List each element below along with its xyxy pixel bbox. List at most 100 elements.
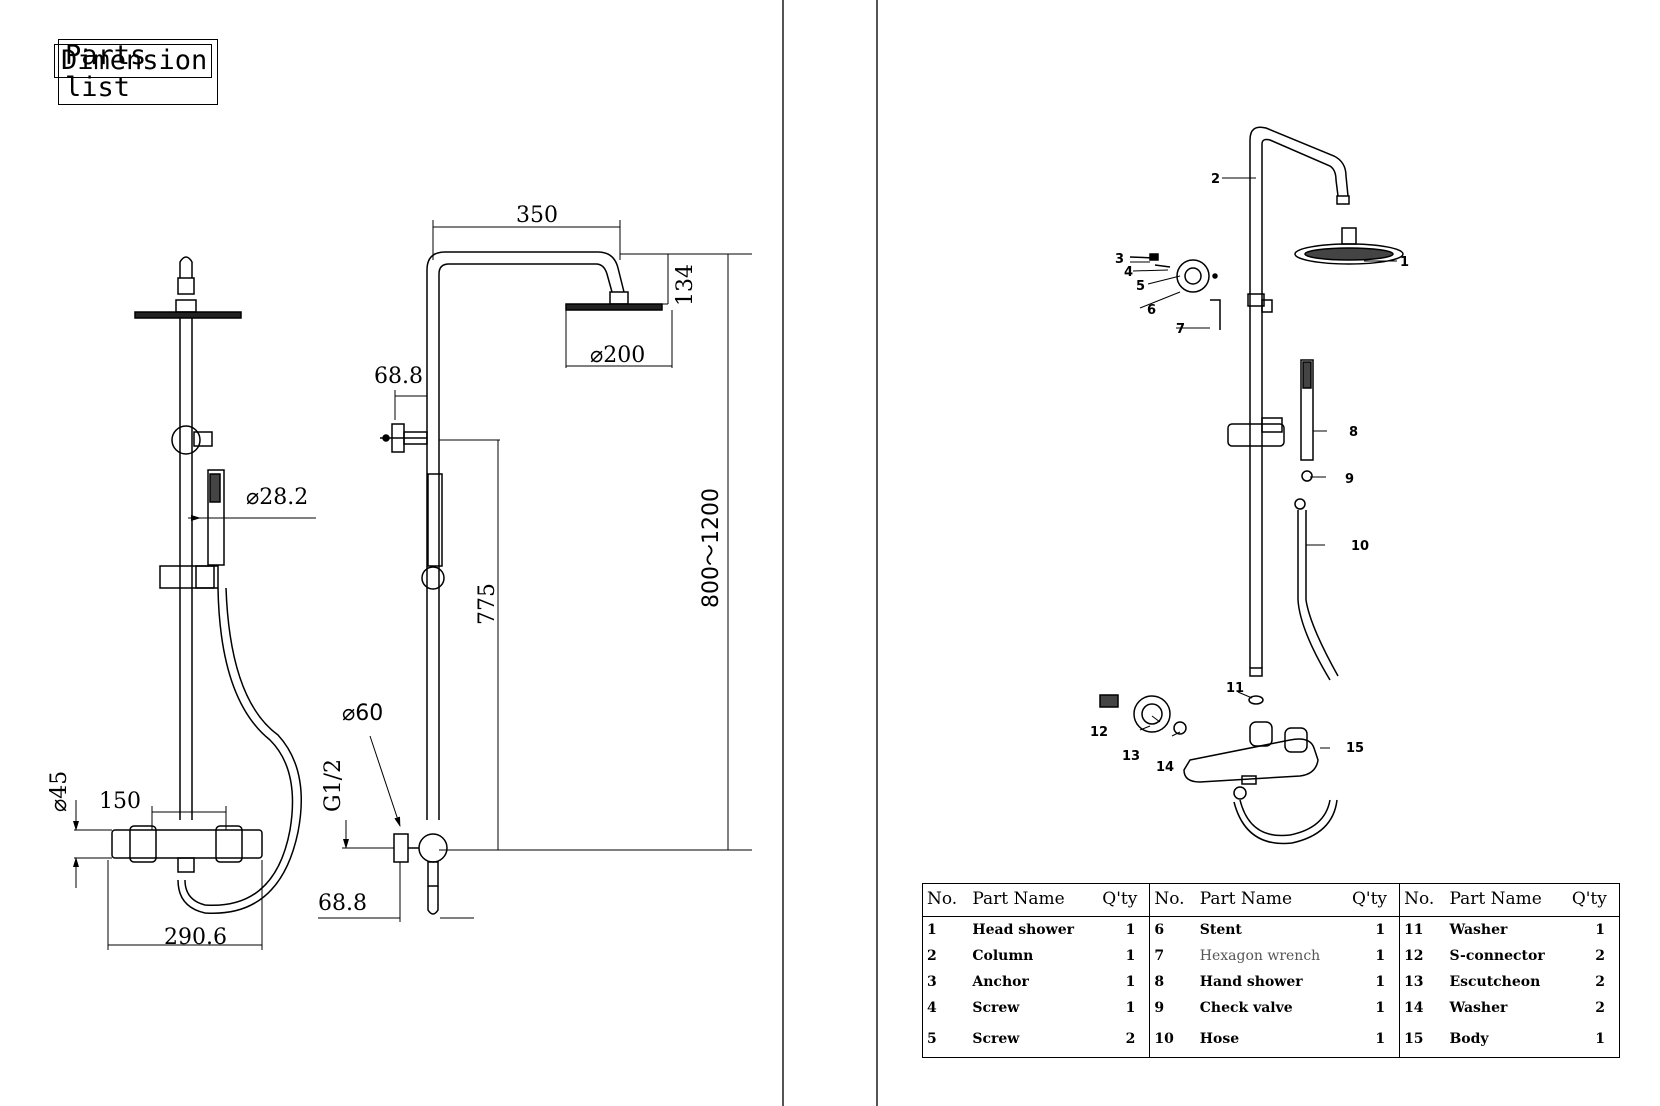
- callout-7: 7: [1176, 322, 1185, 337]
- height-range-label: 800～1200: [699, 488, 724, 608]
- dimension-page: [0, 0, 784, 1106]
- thread-label: G1/2: [321, 759, 346, 812]
- part-no: 7: [1154, 948, 1165, 964]
- part-name: Washer: [1449, 922, 1508, 938]
- part-qty: 2: [1595, 948, 1605, 964]
- side-view-drawing: [380, 251, 663, 915]
- part-no: 6: [1154, 922, 1165, 938]
- part-name: Column: [972, 948, 1034, 964]
- part-no: 1: [927, 922, 937, 938]
- part-qty: 1: [1098, 969, 1151, 995]
- wall-offset-top-label: 68.8: [374, 364, 423, 389]
- part-name: Hexagon wrench: [1199, 948, 1321, 964]
- header-qty: Q'ty: [1347, 883, 1401, 917]
- header-part-name: Part Name: [1445, 883, 1568, 917]
- callout-15: 15: [1346, 741, 1364, 756]
- part-qty: 1: [1347, 943, 1401, 969]
- part-no: 4: [927, 1000, 937, 1016]
- part-qty: 2: [1098, 1021, 1151, 1058]
- callout-5: 5: [1136, 279, 1145, 294]
- part-qty: 1: [1595, 922, 1605, 938]
- side-view-dimensions: [318, 220, 752, 922]
- callout-13: 13: [1122, 749, 1140, 764]
- body-length-label: 290.6: [164, 925, 227, 950]
- parts-table-header: No. Part Name Q'ty No. Part Name Q'ty No…: [922, 883, 1620, 917]
- part-no: 8: [1154, 974, 1165, 990]
- part-qty: 1: [1595, 1031, 1605, 1047]
- hand-shower-diameter-label: ⌀28.2: [246, 485, 308, 510]
- part-no: 10: [1154, 1031, 1174, 1047]
- part-qty: 1: [1347, 916, 1401, 943]
- header-qty: Q'ty: [1098, 883, 1151, 917]
- slide-rail-length-label: 775: [475, 583, 500, 625]
- part-no: 14: [1404, 1000, 1424, 1016]
- part-no: 2: [927, 948, 937, 964]
- part-no: 3: [927, 974, 937, 990]
- callout-9: 9: [1345, 472, 1354, 487]
- header-no: No.: [1399, 883, 1446, 917]
- table-row: 5 Screw 2 10 Hose 1 15 Body 1: [923, 1021, 1620, 1058]
- front-view-drawing: [111, 256, 303, 914]
- part-no: 12: [1404, 948, 1424, 964]
- table-row: 3 Anchor 1 8 Hand shower 1 13 Escutcheon…: [923, 969, 1620, 995]
- front-view-dimensions: [73, 515, 316, 950]
- part-name: Escutcheon: [1449, 974, 1541, 990]
- table-row: 2 Column 1 7 Hexagon wrench 1 12 S-conne…: [923, 943, 1620, 969]
- part-name: Check valve: [1199, 1000, 1293, 1016]
- parts-page: [876, 0, 1660, 1106]
- part-name: Washer: [1449, 1000, 1508, 1016]
- parts-table: No. Part Name Q'ty No. Part Name Q'ty No…: [922, 883, 1620, 1058]
- exploded-view-drawing: [1099, 126, 1404, 845]
- callout-12: 12: [1090, 725, 1108, 740]
- parts-list-title: Parts list: [58, 39, 218, 105]
- part-no: 11: [1404, 922, 1424, 938]
- part-qty: 1: [1347, 1021, 1401, 1058]
- callout-8: 8: [1349, 425, 1358, 440]
- callout-4: 4: [1124, 265, 1133, 280]
- rail-width-label: 350: [516, 203, 558, 228]
- part-no: 5: [927, 1031, 937, 1047]
- part-name: Screw: [972, 1031, 1020, 1047]
- header-no: No.: [922, 883, 969, 917]
- wall-offset-bottom-label: 68.8: [318, 891, 367, 916]
- valve-diameter-label: ⌀45: [47, 771, 72, 812]
- part-qty: 1: [1098, 916, 1151, 943]
- head-diameter-label: ⌀200: [590, 343, 645, 368]
- part-no: 9: [1154, 1000, 1165, 1016]
- part-no: 13: [1404, 974, 1424, 990]
- part-name: Body: [1449, 1031, 1489, 1047]
- header-part-name: Part Name: [1195, 883, 1348, 917]
- header-part-name: Part Name: [968, 883, 1099, 917]
- head-drop-label: 134: [673, 264, 698, 306]
- callout-1: 1: [1400, 255, 1409, 270]
- table-row: 1 Head shower 1 6 Stent 1 11 Washer 1: [923, 916, 1620, 943]
- part-name: Hose: [1199, 1031, 1240, 1047]
- callout-2: 2: [1211, 172, 1220, 187]
- part-qty: 1: [1347, 995, 1401, 1021]
- callout-10: 10: [1351, 539, 1369, 554]
- part-name: Head shower: [972, 922, 1074, 938]
- centres-label: 150: [99, 789, 141, 814]
- part-name: S-connector: [1449, 948, 1545, 964]
- part-qty: 1: [1347, 969, 1401, 995]
- callout-numbers: 1 2 3 4 5 6 7 8 9 10 11 12 13 14 15: [1090, 172, 1409, 775]
- callout-6: 6: [1147, 303, 1156, 318]
- callout-14: 14: [1156, 760, 1174, 775]
- part-qty: 2: [1595, 974, 1605, 990]
- callout-3: 3: [1115, 252, 1124, 267]
- part-no: 15: [1404, 1031, 1424, 1047]
- callout-leaders: [1130, 177, 1397, 749]
- part-name: Anchor: [972, 974, 1029, 990]
- part-name: Screw: [972, 1000, 1020, 1016]
- part-name: Stent: [1199, 922, 1242, 938]
- escutcheon-diameter-label: ⌀60: [342, 701, 383, 726]
- part-qty: 1: [1098, 995, 1151, 1021]
- part-name: Hand shower: [1199, 974, 1303, 990]
- header-qty: Q'ty: [1567, 883, 1620, 917]
- part-qty: 1: [1098, 943, 1151, 969]
- callout-11: 11: [1226, 681, 1244, 696]
- table-row: 4 Screw 1 9 Check valve 1 14 Washer 2: [923, 995, 1620, 1021]
- header-no: No.: [1149, 883, 1196, 917]
- dimension-title: Dimension: [54, 44, 212, 78]
